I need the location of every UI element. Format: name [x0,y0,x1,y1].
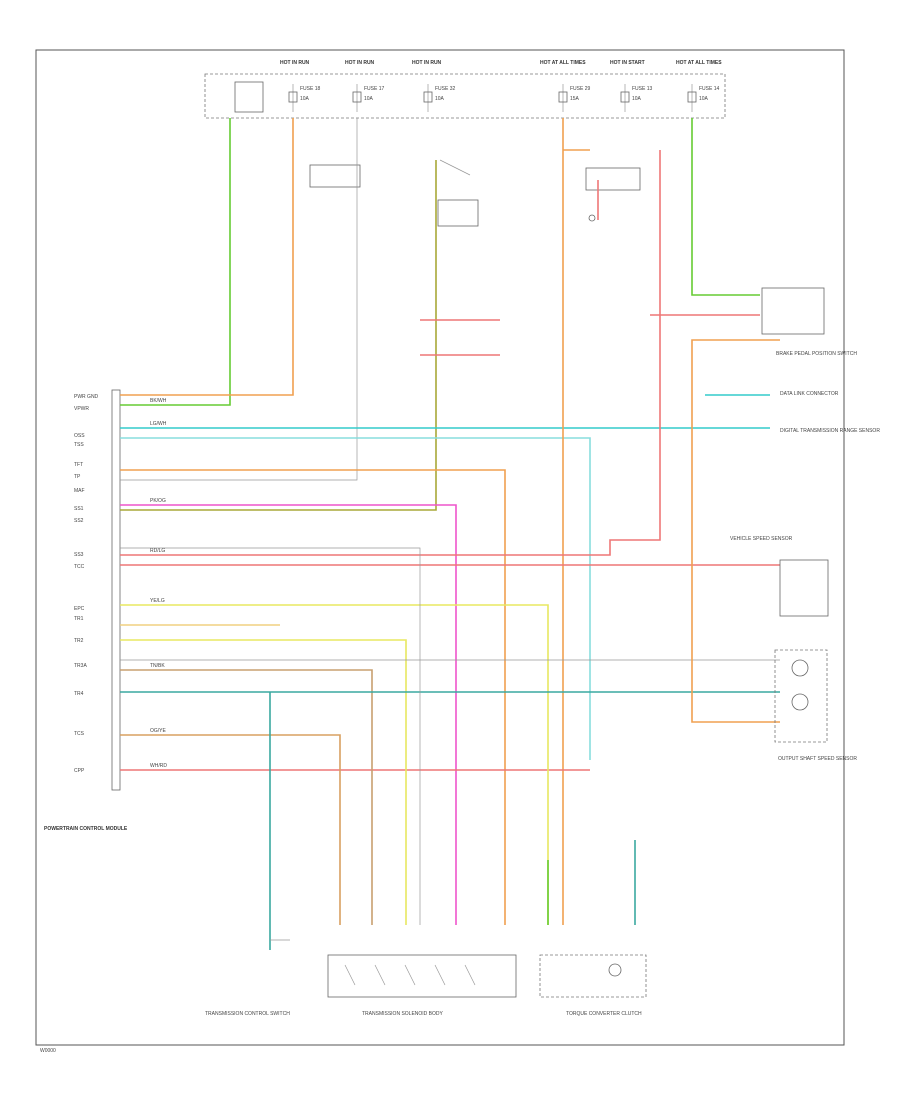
right-label-brake: BRAKE PEDAL POSITION SWITCH [776,351,857,357]
fuse-17 [352,84,362,112]
fuse-rating-5: 10A [632,96,642,102]
brake-switch-box [761,287,825,335]
wire-label-3: LG/WH [150,421,167,427]
wire-label-4: WH/RD [150,763,167,769]
solenoid-body [327,954,517,998]
bottom-label-tcc: TORQUE CONVERTER CLUTCH [566,1011,642,1017]
pin-label-3: OSS [74,433,85,439]
pin-label-10: SS3 [74,552,84,558]
fuse-label-1: FUSE 18 [300,86,321,92]
fuse-rating-2: 10A [364,96,374,102]
right-label-dlc: DATA LINK CONNECTOR [780,391,839,397]
fuse-rating-3: 10A [435,96,445,102]
wire-label-7: PK/OG [150,498,166,504]
upper-components [309,159,641,227]
pin-label-17: TCS [74,731,85,737]
pin-label-14: TR2 [74,638,84,644]
fuse-panel: HOT IN RUN HOT IN RUN HOT IN RUN HOT AT … [204,60,726,119]
fuse-32 [423,84,433,112]
fuse-panel-label-5: HOT IN START [610,60,645,66]
pin-label-7: MAF [74,488,85,494]
pin-label-6: TP [74,474,81,480]
wire-cyan-2 [120,437,591,760]
wire-tan-2 [120,734,341,925]
pin-label-11: TCC [74,564,85,570]
right-label-vss: VEHICLE SPEED SENSOR [730,536,793,542]
fuse-rating-1: 10A [300,96,310,102]
wire-color-labels: BK/WH RD/LG LG/WH WH/RD TN/BK OG/YE PK/O… [150,398,167,769]
wire-orange-right [691,339,780,723]
wire-orange-pwr [120,118,294,396]
fuse-rating-6: 10A [699,96,709,102]
wire-label-2: RD/LG [150,548,165,554]
wire-label-5: TN/BK [150,663,165,669]
wire-label-6: OG/YE [150,728,167,734]
right-components: BRAKE PEDAL POSITION SWITCH DATA LINK CO… [730,287,880,762]
fuse-panel-label-3: HOT IN RUN [412,60,442,66]
fuse-13 [620,84,630,112]
pin-label-18: CPP [74,768,85,774]
bottom-label-tcs: TRANSMISSION CONTROL SWITCH [205,1011,290,1017]
wire-olive [120,160,437,511]
pin-label-5: TFT [74,462,83,468]
bottom-label-solenoid: TRANSMISSION SOLENOID BODY [362,1011,444,1017]
fuse-panel-label-2: HOT IN RUN [345,60,375,66]
pin-label-16: TR4 [74,691,84,697]
bottom-components: TRANSMISSION CONTROL SWITCH TRANSMISSION… [205,939,647,1017]
fuse-panel-label-6: HOT AT ALL TIMES [676,60,722,66]
right-label-dtr: DIGITAL TRANSMISSION RANGE SENSOR [780,428,880,434]
wire-label-8: YE/LG [150,598,165,604]
pin-label-2: VPWR [74,406,89,412]
figure-code: W0000 [40,1048,56,1054]
wire-green-vpwr [120,118,231,406]
wire-label-1: BK/WH [150,398,167,404]
wire-gray-1 [120,118,358,481]
wire-yellow-2 [120,639,407,925]
wires [120,118,780,950]
wire-magenta [120,504,457,925]
fuse-14 [687,84,697,112]
wire-red-1 [120,150,661,556]
right-label-oss: OUTPUT SHAFT SPEED SENSOR [778,756,857,762]
fuse-label-2: FUSE 17 [364,86,385,92]
wire-orange-tss [120,469,506,925]
vss-box [779,559,829,617]
pcm-block: POWERTRAIN CONTROL MODULE PWR GND VPWR O… [44,389,128,832]
fuse-rating-4: 15A [570,96,580,102]
pin-label-9: SS2 [74,518,84,524]
fuse-panel-label-1: HOT IN RUN [280,60,310,66]
fuse-label-4: FUSE 29 [570,86,591,92]
fuse-label-6: FUSE 14 [699,86,720,92]
fuse-panel-label-4: HOT AT ALL TIMES [540,60,586,66]
pin-label-1: PWR GND [74,394,99,400]
fuse-label-5: FUSE 13 [632,86,653,92]
diagram-frame [35,49,845,1046]
fuse-18 [288,84,298,112]
wire-tan-1 [120,669,373,925]
pin-label-12: EPC [74,606,85,612]
pin-label-13: TR1 [74,616,84,622]
wire-green-right [691,118,760,296]
pin-label-4: TSS [74,442,84,448]
oss-box [774,649,828,743]
pin-label-15: TR3A [74,663,87,669]
wire-yellow-1 [120,604,549,925]
wire-gray-2 [120,547,421,925]
fuse-label-3: FUSE 32 [435,86,456,92]
pin-label-8: SS1 [74,506,84,512]
pcm-title: POWERTRAIN CONTROL MODULE [44,826,128,832]
fuse-29 [558,84,568,112]
tcc-box [539,954,647,998]
